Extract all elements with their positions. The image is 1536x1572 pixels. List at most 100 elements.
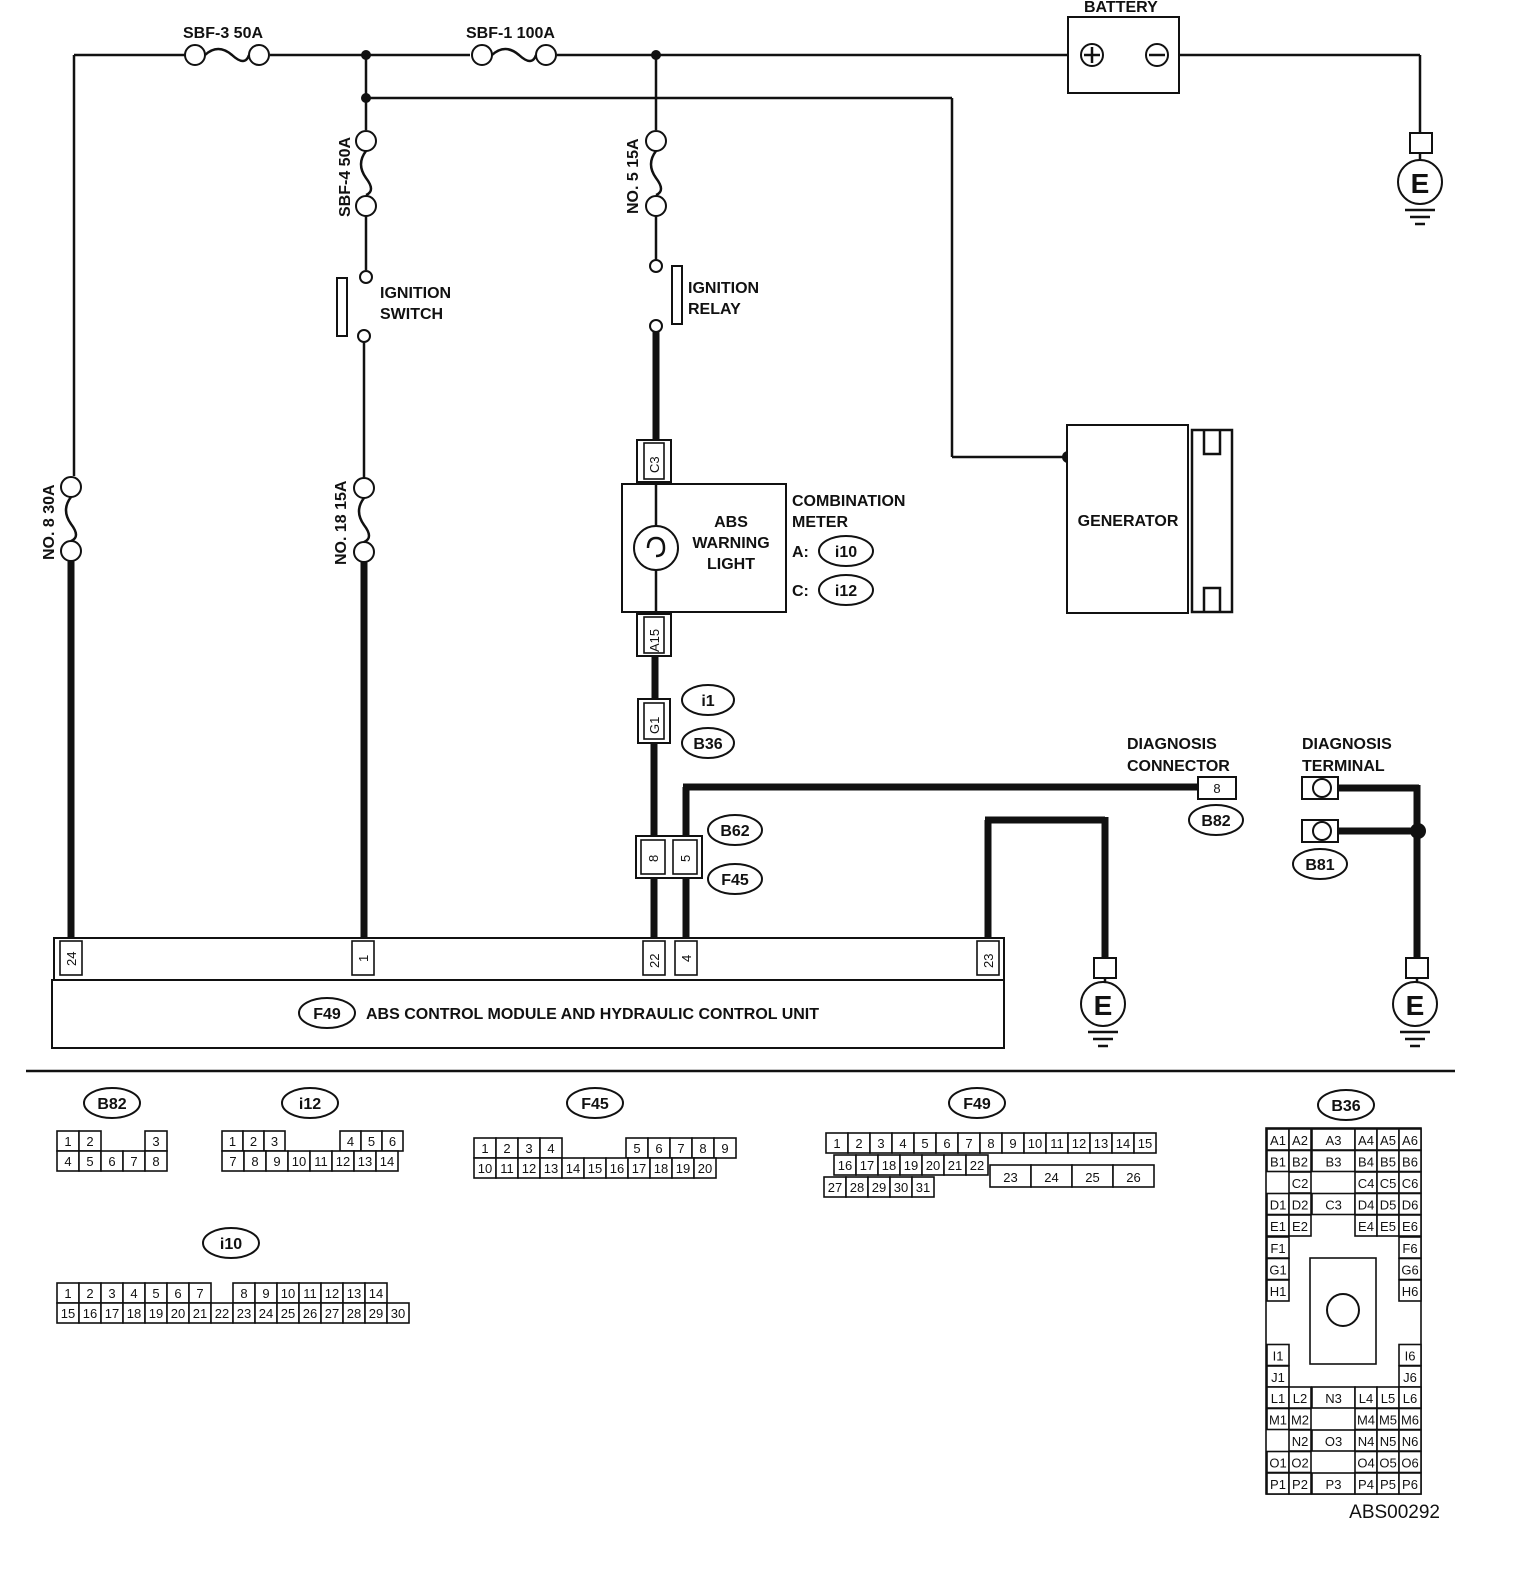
- i10-pin: 21: [193, 1306, 207, 1321]
- f45-pin: 7: [677, 1141, 684, 1156]
- i10-pin: 25: [281, 1306, 295, 1321]
- i10-pin: 1: [64, 1286, 71, 1301]
- diagnosis-connector: 8 DIAGNOSIS CONNECTOR B82: [1127, 736, 1244, 836]
- i10-pin: 26: [303, 1306, 317, 1321]
- meter-a-label: A:: [792, 544, 809, 561]
- b36-pin: E1: [1270, 1219, 1286, 1234]
- i10-pin: 9: [262, 1286, 269, 1301]
- i10-pin: 10: [281, 1286, 295, 1301]
- view-title-b82: B82: [97, 1096, 126, 1113]
- b36-pin: O5: [1379, 1456, 1396, 1471]
- b36-pin: C5: [1380, 1176, 1397, 1191]
- b36-pin: P3: [1326, 1477, 1342, 1492]
- i12-pin: 9: [273, 1154, 280, 1169]
- b36-pin: M1: [1269, 1413, 1287, 1428]
- view-title-b36: B36: [1331, 1098, 1360, 1115]
- f49-pin: 1: [833, 1136, 840, 1151]
- no5-label: NO. 5 15A: [625, 138, 642, 214]
- f45-pin: 5: [633, 1141, 640, 1156]
- b36-pin: A6: [1402, 1133, 1418, 1148]
- b36-pin: P4: [1358, 1477, 1374, 1492]
- f49-cell: [1112, 1164, 1155, 1188]
- i10-pin: 7: [196, 1286, 203, 1301]
- b36-pin: H1: [1270, 1284, 1287, 1299]
- diag-connector-2: CONNECTOR: [1127, 758, 1230, 775]
- b36-pin: C4: [1358, 1176, 1375, 1191]
- power-bus: [74, 50, 1420, 463]
- ref-b81: B81: [1305, 857, 1334, 874]
- b36-pin: J1: [1271, 1370, 1285, 1385]
- i10-pin: 20: [171, 1306, 185, 1321]
- circuit-ground-23: E: [984, 816, 1126, 1048]
- f49-pin: 27: [828, 1180, 842, 1195]
- i10-pin: 24: [259, 1306, 273, 1321]
- abs-warning-3: LIGHT: [707, 556, 755, 573]
- b36-cell: [1288, 1214, 1312, 1237]
- i10-cell: [386, 1302, 410, 1324]
- f45-pin: 3: [525, 1141, 532, 1156]
- pin-g1: G1: [647, 717, 662, 734]
- f49-pin: 6: [943, 1136, 950, 1151]
- b36-pin: C6: [1402, 1176, 1419, 1191]
- b36-pin: I6: [1405, 1349, 1416, 1364]
- i10-pin: 8: [240, 1286, 247, 1301]
- i12-pin: 7: [229, 1154, 236, 1169]
- f49-pin: 20: [926, 1158, 940, 1173]
- view-title-i10: i10: [220, 1236, 242, 1253]
- pin-a15: A15: [647, 629, 662, 652]
- circuit-meter: NO. 5 15A IGNITION RELAY C3 ABS WARNING …: [621, 55, 1198, 938]
- b36-pin: O4: [1357, 1456, 1374, 1471]
- f49-pin: 18: [882, 1158, 896, 1173]
- ignition-relay-label-1: IGNITION: [688, 280, 759, 297]
- ref-b82: B82: [1201, 813, 1230, 830]
- f49-pin: 13: [1094, 1136, 1108, 1151]
- f49-pin: 8: [987, 1136, 994, 1151]
- ref-f45: F45: [721, 872, 749, 889]
- i10-pin: 11: [303, 1286, 317, 1301]
- control-module-label: ABS CONTROL MODULE AND HYDRAULIC CONTROL…: [366, 1006, 819, 1023]
- b36-pin: D6: [1402, 1198, 1419, 1213]
- b36-pin: O6: [1401, 1456, 1418, 1471]
- circuit-no8: NO. 8 30A: [41, 55, 82, 938]
- b36-pin: J6: [1403, 1370, 1417, 1385]
- view-title-i12: i12: [299, 1096, 321, 1113]
- b36-pin: B4: [1358, 1155, 1374, 1170]
- b36-pin: O2: [1291, 1456, 1308, 1471]
- pin-f49-1: 1: [356, 955, 371, 962]
- i10-pin: 18: [127, 1306, 141, 1321]
- pin-f49-22: 22: [647, 954, 662, 968]
- b36-pin: A3: [1326, 1133, 1342, 1148]
- f49-pin: 4: [899, 1136, 906, 1151]
- diag-connector-1: DIAGNOSIS: [1127, 736, 1217, 753]
- b82-pin: 5: [86, 1154, 93, 1169]
- f45-pin: 4: [547, 1141, 554, 1156]
- b36-pin: P6: [1402, 1477, 1418, 1492]
- ignition-switch-label-1: IGNITION: [380, 285, 451, 302]
- b36-pin: N6: [1402, 1434, 1419, 1449]
- b36-pin: P5: [1380, 1477, 1396, 1492]
- i10-pin: 30: [391, 1306, 405, 1321]
- i12-pin: 10: [292, 1154, 306, 1169]
- pin-f49-4: 4: [679, 955, 694, 962]
- b36-pin: M5: [1379, 1413, 1397, 1428]
- abs-warning-1: ABS: [714, 514, 748, 531]
- b36-pin: D4: [1358, 1198, 1375, 1213]
- i10-pin: 2: [86, 1286, 93, 1301]
- b82-pin: 8: [152, 1154, 159, 1169]
- b36-pin: I1: [1273, 1349, 1284, 1364]
- b36-pin: M2: [1291, 1413, 1309, 1428]
- sbf3-label: SBF-3 50A: [183, 25, 263, 42]
- meter-c-label: C:: [792, 583, 809, 600]
- b36-pin: O3: [1325, 1434, 1342, 1449]
- f45-pin: 6: [655, 1141, 662, 1156]
- no18-label: NO. 18 15A: [333, 480, 350, 565]
- i10-pin: 27: [325, 1306, 339, 1321]
- b36-pin: A4: [1358, 1133, 1374, 1148]
- b36-pin: N5: [1380, 1434, 1397, 1449]
- b36-pin: M6: [1401, 1413, 1419, 1428]
- b36-pin: L4: [1359, 1391, 1373, 1406]
- abs-warning-2: WARNING: [692, 535, 769, 552]
- f49-pin: 5: [921, 1136, 928, 1151]
- pin-b62-5: 5: [678, 855, 693, 862]
